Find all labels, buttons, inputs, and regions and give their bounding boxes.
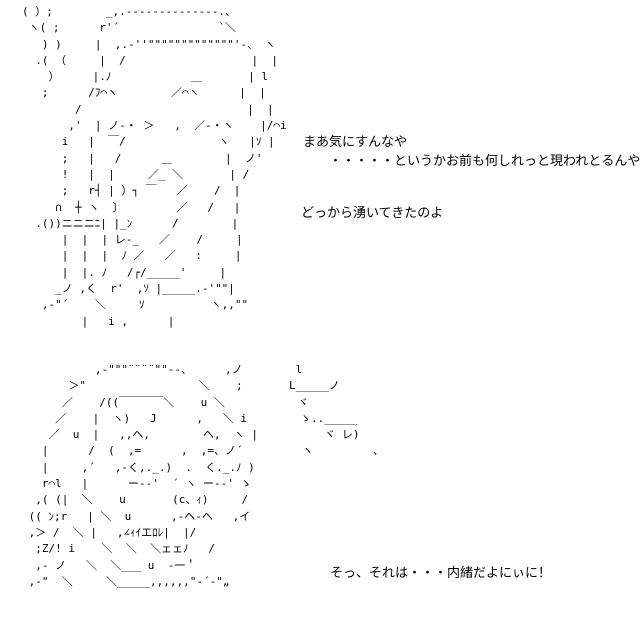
ascii-art-smoking-man: ( ）; _,.--------------.、 ヽ( ; r'´ `＼ ) )… — [22, 5, 287, 328]
dialogue-line-2: ・・・・・というかお前も何しれっと現われとるんや — [329, 154, 641, 169]
dialogue-line-4: そっ、それは・・・内緒だよにぃに！ — [330, 566, 552, 581]
dialogue-line-1: まあ気にすんなや — [303, 135, 408, 150]
ascii-art-sweating-man: ,-"""¨¨¨¨""‐-、 ,ノ l ＞" ＼ ; L_____ノ ／ /((… — [28, 363, 384, 588]
dialogue-line-3: どっから湧いてきたのよ — [301, 206, 444, 221]
